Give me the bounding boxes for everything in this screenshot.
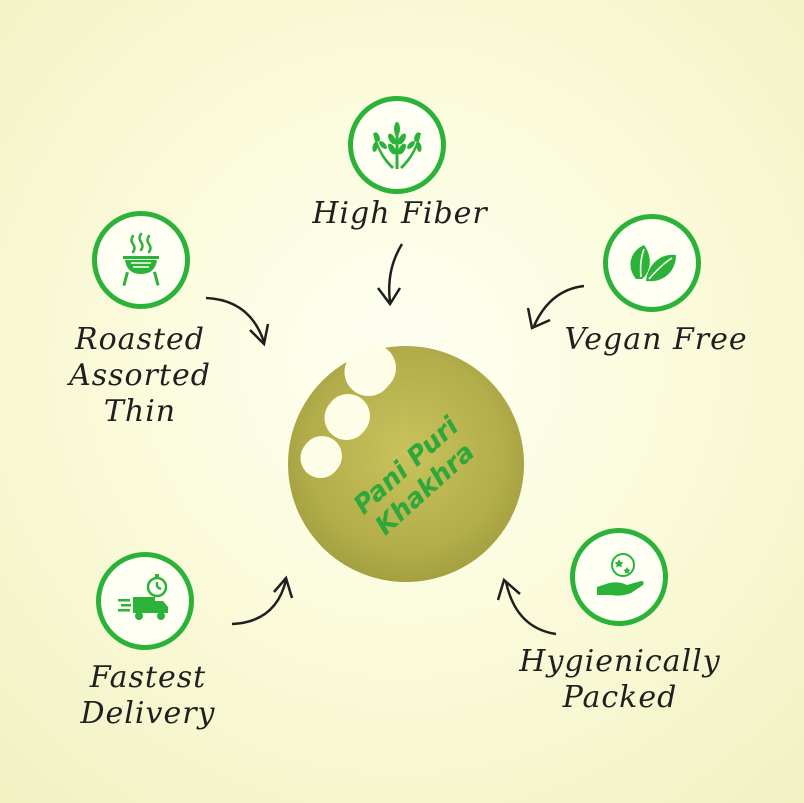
hygiene-badge: [570, 528, 668, 626]
hygiene-label: Hygienically Packed: [510, 644, 730, 716]
high-fiber-badge: [348, 96, 446, 194]
hand-stars-icon: [597, 553, 644, 596]
arrow-from-roasted: [205, 296, 270, 347]
leaf-icon: [630, 245, 676, 282]
roasted-label-line1: Roasted: [75, 322, 205, 357]
roasted-badge: [92, 211, 190, 309]
grill-icon: [122, 232, 160, 287]
delivery-label-line1: Fastest: [89, 660, 207, 695]
roasted-label: Roasted Assorted Thin: [40, 322, 240, 430]
hygiene-label-line1: Hygienically: [519, 644, 721, 679]
delivery-truck-icon: [118, 574, 168, 620]
hygiene-label-line2: Packed: [562, 680, 678, 715]
arrow-from-vegan: [526, 284, 585, 330]
roasted-label-line3: Thin: [103, 394, 177, 429]
vegan-label: Vegan Free: [564, 322, 748, 357]
delivery-label: Fastest Delivery: [48, 660, 248, 732]
roasted-label-line2: Assorted: [69, 358, 211, 393]
arrow-from-delivery: [231, 575, 294, 626]
wheat-icon: [372, 122, 422, 169]
khakhra-product: Pani Puri Khakhra: [288, 344, 524, 582]
delivery-badge: [96, 552, 194, 650]
arrow-from-hygiene: [496, 577, 557, 636]
delivery-label-line2: Delivery: [80, 696, 216, 731]
arrow-from-high-fiber: [377, 243, 404, 307]
vegan-badge: [603, 214, 701, 312]
high-fiber-label: High Fiber: [312, 196, 488, 231]
